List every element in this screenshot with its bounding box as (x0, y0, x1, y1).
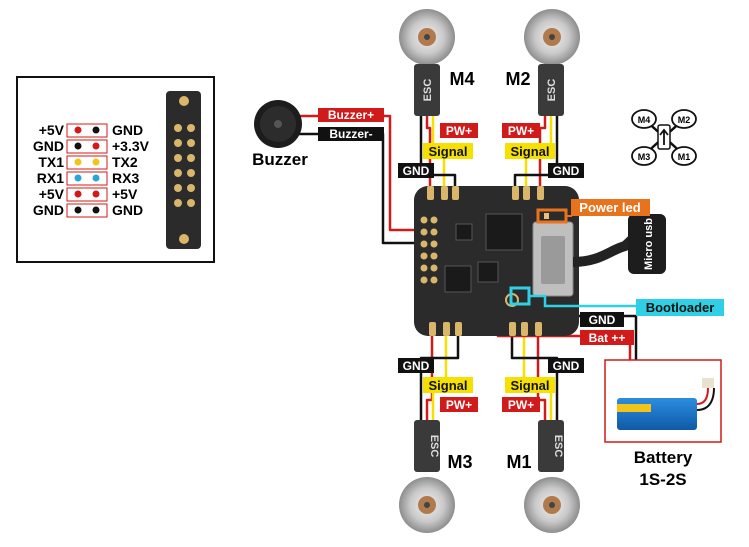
orientation-m2: M2 (678, 115, 691, 125)
motor-name: M4 (449, 69, 474, 89)
battery: Battery 1S-2S (604, 359, 722, 489)
pin-dot (74, 142, 82, 150)
pinout-label-left: RX1 (37, 170, 64, 186)
pin-dot (92, 206, 100, 214)
esc-block (538, 420, 564, 472)
pw-label: PW+ (446, 124, 472, 138)
signal-label: Signal (428, 378, 467, 393)
pinout-row-2: GND +3.3V (33, 138, 150, 154)
bootloader-callout: Bootloader (529, 294, 724, 316)
buzzer-neg-label: Buzzer- (329, 127, 372, 141)
pin-header (174, 96, 195, 244)
motor-m4: ESC M4 PW+ Signal GND (398, 9, 478, 178)
pw-label: PW+ (508, 398, 534, 412)
arrow-up-icon (659, 128, 669, 145)
pinout-label-right: GND (112, 122, 143, 138)
esc-label: ESC (428, 435, 440, 458)
pinout-row-5: +5V +5V (39, 186, 138, 202)
pin-dot (92, 158, 100, 166)
buzzer-pos-label: Buzzer+ (328, 108, 374, 122)
esc-label: ESC (546, 79, 558, 102)
esc-label: ESC (422, 79, 434, 102)
pinout-label-right: +3.3V (112, 138, 150, 154)
pinout-label-left: GND (33, 138, 64, 154)
gnd-label: GND (553, 164, 580, 178)
pin-dot (74, 190, 82, 198)
motor-m2: ESC M2 PW+ Signal GND (502, 9, 584, 178)
motor-m1: GND Signal PW+ ESC M1 (502, 358, 584, 533)
pin-dot (92, 142, 100, 150)
usb-cable: Micro usb (572, 214, 666, 274)
orientation-m1: M1 (678, 152, 691, 162)
esc-label: ESC (552, 435, 564, 458)
pinout-label-left: TX1 (38, 154, 64, 170)
pin-dot (92, 126, 100, 134)
pinout-label-right: GND (112, 202, 143, 218)
pw-label: PW+ (446, 398, 472, 412)
board-bat-label: Bat ++ (589, 331, 626, 345)
pw-label: PW+ (508, 124, 534, 138)
esc-block (414, 420, 440, 472)
bootloader-label: Bootloader (646, 300, 715, 315)
signal-label: Signal (510, 144, 549, 159)
battery-pack (617, 398, 697, 430)
gnd-label: GND (403, 359, 430, 373)
micro-usb-label: Micro usb (643, 218, 655, 270)
motor-m3: GND Signal PW+ ESC M3 (398, 358, 478, 533)
pinout-inset: +5V GND GND +3.3V TX1 TX2 RX1 RX3 (16, 76, 215, 263)
motor-name: M1 (506, 452, 531, 472)
pinout-row-6: GND GND (33, 202, 143, 218)
pinout-label-right: +5V (112, 186, 138, 202)
power-led-label: Power led (579, 200, 640, 215)
pinout-label-left: GND (33, 202, 64, 218)
battery-title: Battery (634, 448, 693, 467)
power-led-callout: Power led (566, 199, 650, 217)
pinout-label-right: RX3 (112, 170, 139, 186)
pin-dot (92, 174, 100, 182)
flight-controller-board (414, 186, 579, 336)
battery-leads: GND Bat ++ (580, 312, 634, 345)
buzzer-title: Buzzer (252, 150, 308, 169)
signal-label: Signal (510, 378, 549, 393)
motor-name: M2 (505, 69, 530, 89)
pin-dot (74, 206, 82, 214)
pinout-label-left: +5V (39, 122, 65, 138)
orientation-m3: M3 (638, 152, 651, 162)
orientation-m4: M4 (638, 115, 651, 125)
esc-block (538, 64, 564, 116)
signal-label: Signal (428, 144, 467, 159)
buzzer: Buzzer Buzzer+ Buzzer- (252, 100, 384, 169)
pinout-row-3: TX1 TX2 (38, 154, 138, 170)
pinout-label-left: +5V (39, 186, 65, 202)
battery-subtitle: 1S-2S (639, 470, 686, 489)
pinout-row-4: RX1 RX3 (37, 170, 140, 186)
pin-dot (74, 158, 82, 166)
pin-dot (74, 174, 82, 182)
board-gnd-label: GND (589, 313, 616, 327)
pinout-label-right: TX2 (112, 154, 138, 170)
motor-name: M3 (447, 452, 472, 472)
pin-dot (92, 190, 100, 198)
gnd-label: GND (553, 359, 580, 373)
pinout-row-1: +5V GND (39, 122, 143, 138)
orientation-diagram: M4 M2 M3 M1 (631, 109, 697, 166)
esc-block (414, 64, 440, 116)
gnd-label: GND (403, 164, 430, 178)
pin-dot (74, 126, 82, 134)
